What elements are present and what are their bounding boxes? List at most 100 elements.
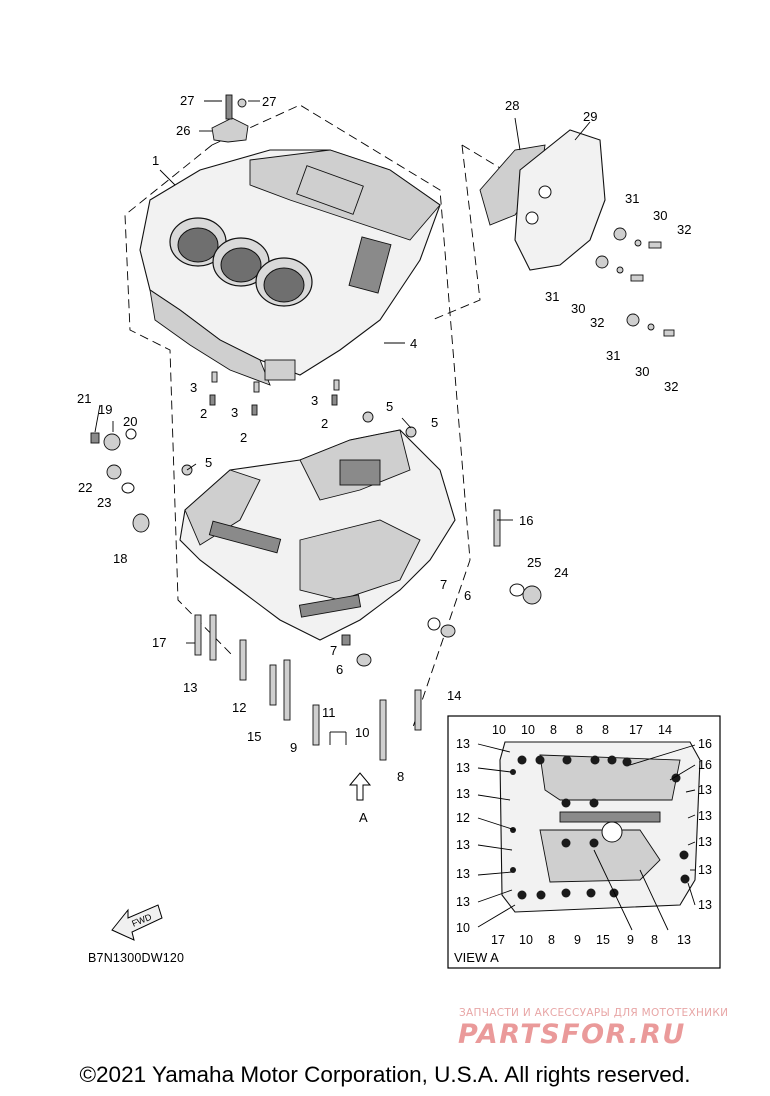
view-a-callout: 13 bbox=[698, 809, 712, 823]
view-a-title: VIEW A bbox=[454, 950, 499, 965]
view-a-callout: 10 bbox=[519, 933, 533, 947]
view-a-inset: 10 10 8 8 8 17 14 16 16 13 13 13 13 13 1… bbox=[447, 715, 721, 969]
callout-9: 9 bbox=[290, 740, 297, 755]
dowel-pins bbox=[209, 371, 340, 416]
view-a-leaders bbox=[477, 743, 696, 931]
view-a-indicator: A bbox=[348, 772, 372, 825]
leader-lines bbox=[94, 100, 591, 745]
callout-6: 6 bbox=[336, 662, 343, 677]
callout-14: 14 bbox=[447, 688, 461, 703]
view-a-arrow-label: A bbox=[359, 810, 368, 825]
view-a-callout: 17 bbox=[491, 933, 505, 947]
callout-6: 6 bbox=[464, 588, 471, 603]
callout-15: 15 bbox=[247, 729, 261, 744]
callout-29: 29 bbox=[583, 109, 597, 124]
view-a-callout: 16 bbox=[698, 737, 712, 751]
view-a-callout: 13 bbox=[456, 895, 470, 909]
view-a-callout: 16 bbox=[698, 758, 712, 772]
watermark-brand: PARTSFOR.RU bbox=[458, 1019, 686, 1050]
view-a-callout: 10 bbox=[492, 723, 506, 737]
callout-26: 26 bbox=[176, 123, 190, 138]
callout-13: 13 bbox=[183, 680, 197, 695]
callout-3: 3 bbox=[231, 405, 238, 420]
callout-3: 3 bbox=[190, 380, 197, 395]
view-a-callout: 8 bbox=[602, 723, 609, 737]
callout-19: 19 bbox=[98, 402, 112, 417]
watermark: ЗАПЧАСТИ И АКСЕССУАРЫ ДЛЯ МОТОТЕХНИКИ PA… bbox=[458, 1007, 728, 1050]
view-a-callout: 17 bbox=[629, 723, 643, 737]
callout-8: 8 bbox=[397, 769, 404, 784]
callout-2: 2 bbox=[200, 406, 207, 421]
view-a-callout: 9 bbox=[574, 933, 581, 947]
callout-31: 31 bbox=[625, 191, 639, 206]
callout-17: 17 bbox=[152, 635, 166, 650]
view-a-callout: 9 bbox=[627, 933, 634, 947]
callout-32: 32 bbox=[677, 222, 691, 237]
view-a-callout: 13 bbox=[456, 737, 470, 751]
oil-fittings-18-23 bbox=[90, 428, 150, 533]
view-a-callout: 14 bbox=[658, 723, 672, 737]
view-a-callout: 10 bbox=[456, 921, 470, 935]
callout-7: 7 bbox=[440, 577, 447, 592]
callout-30: 30 bbox=[653, 208, 667, 223]
view-a-callout: 10 bbox=[521, 723, 535, 737]
callout-10: 10 bbox=[355, 725, 369, 740]
watermark-tagline: ЗАПЧАСТИ И АКСЕССУАРЫ ДЛЯ МОТОТЕХНИКИ bbox=[459, 1007, 728, 1019]
callout-4: 4 bbox=[410, 336, 417, 351]
view-a-callout: 13 bbox=[698, 783, 712, 797]
callout-11: 11 bbox=[322, 705, 336, 720]
callout-2: 2 bbox=[240, 430, 247, 445]
callout-21: 21 bbox=[77, 391, 91, 406]
view-a-callout: 13 bbox=[698, 863, 712, 877]
callout-5: 5 bbox=[431, 415, 438, 430]
bracket-26 bbox=[211, 94, 249, 143]
callout-24: 24 bbox=[554, 565, 568, 580]
view-a-callout: 13 bbox=[456, 787, 470, 801]
callout-20: 20 bbox=[123, 414, 137, 429]
callout-1: 1 bbox=[152, 153, 159, 168]
view-a-callout: 8 bbox=[550, 723, 557, 737]
upper-crankcase bbox=[139, 149, 441, 386]
view-a-callout: 13 bbox=[698, 835, 712, 849]
view-a-callout: 13 bbox=[456, 867, 470, 881]
callout-31: 31 bbox=[606, 348, 620, 363]
callout-5: 5 bbox=[205, 455, 212, 470]
view-a-callout: 8 bbox=[651, 933, 658, 947]
view-a-callout: 13 bbox=[456, 761, 470, 775]
callout-23: 23 bbox=[97, 495, 111, 510]
callout-32: 32 bbox=[590, 315, 604, 330]
callout-28: 28 bbox=[505, 98, 519, 113]
view-a-callout: 13 bbox=[677, 933, 691, 947]
copyright-notice: ©2021 Yamaha Motor Corporation, U.S.A. A… bbox=[79, 1062, 691, 1087]
view-a-callout: 13 bbox=[456, 838, 470, 852]
callout-18: 18 bbox=[113, 551, 127, 566]
fwd-arrow: FWD bbox=[111, 904, 163, 941]
callout-12: 12 bbox=[232, 700, 246, 715]
right-fittings bbox=[181, 411, 542, 667]
cover-fasteners bbox=[595, 227, 675, 337]
callout-22: 22 bbox=[78, 480, 92, 495]
callout-30: 30 bbox=[571, 301, 585, 316]
callout-32: 32 bbox=[664, 379, 678, 394]
view-a-callout: 15 bbox=[596, 933, 610, 947]
crankcase-bolts bbox=[194, 614, 422, 761]
view-a-callout: 13 bbox=[698, 898, 712, 912]
callout-25: 25 bbox=[527, 555, 541, 570]
lower-crankcase bbox=[179, 429, 456, 641]
callout-31: 31 bbox=[545, 289, 559, 304]
callout-2: 2 bbox=[321, 416, 328, 431]
callout-30: 30 bbox=[635, 364, 649, 379]
callout-7: 7 bbox=[330, 643, 337, 658]
callout-5: 5 bbox=[386, 399, 393, 414]
callout-27: 27 bbox=[180, 93, 194, 108]
view-a-callout: 8 bbox=[576, 723, 583, 737]
diagram-code: B7N1300DW120 bbox=[88, 951, 184, 965]
callout-3: 3 bbox=[311, 393, 318, 408]
view-a-bolt-heads bbox=[510, 755, 690, 900]
view-a-callout: 8 bbox=[548, 933, 555, 947]
view-a-callout: 12 bbox=[456, 811, 470, 825]
crankcase-cover-28-29 bbox=[479, 129, 606, 271]
callout-27: 27 bbox=[262, 94, 276, 109]
callout-numbers: 1 2 2 2 3 3 3 4 5 5 5 6 6 7 7 8 9 10 11 … bbox=[77, 93, 691, 784]
